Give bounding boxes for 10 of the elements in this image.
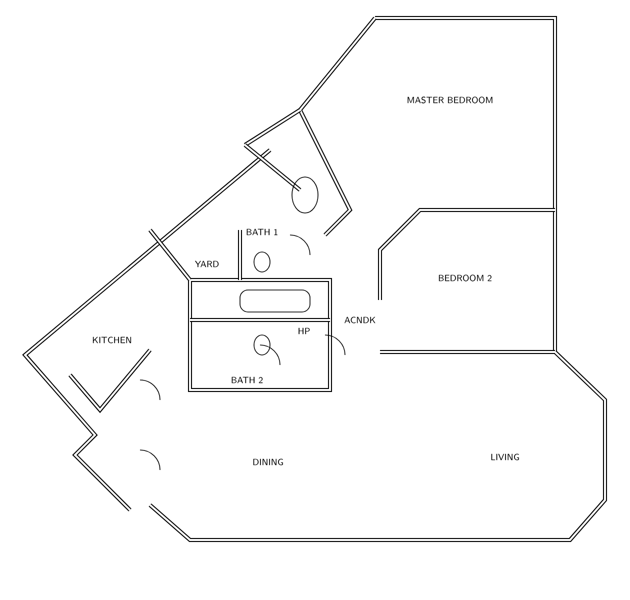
room-label: BATH 2: [232, 376, 263, 384]
room-label: BATH 1: [246, 228, 278, 236]
room-label: YARD: [194, 260, 219, 268]
room-label: MASTER BEDROOM: [408, 96, 492, 104]
room-label: ACNDK: [344, 316, 376, 324]
room-label: BEDROOM 2: [438, 274, 492, 282]
room-label: KITCHEN: [92, 336, 132, 344]
room-label: HP: [298, 328, 310, 334]
room-label: LIVING: [491, 454, 519, 460]
room-label: DINING: [253, 458, 283, 466]
